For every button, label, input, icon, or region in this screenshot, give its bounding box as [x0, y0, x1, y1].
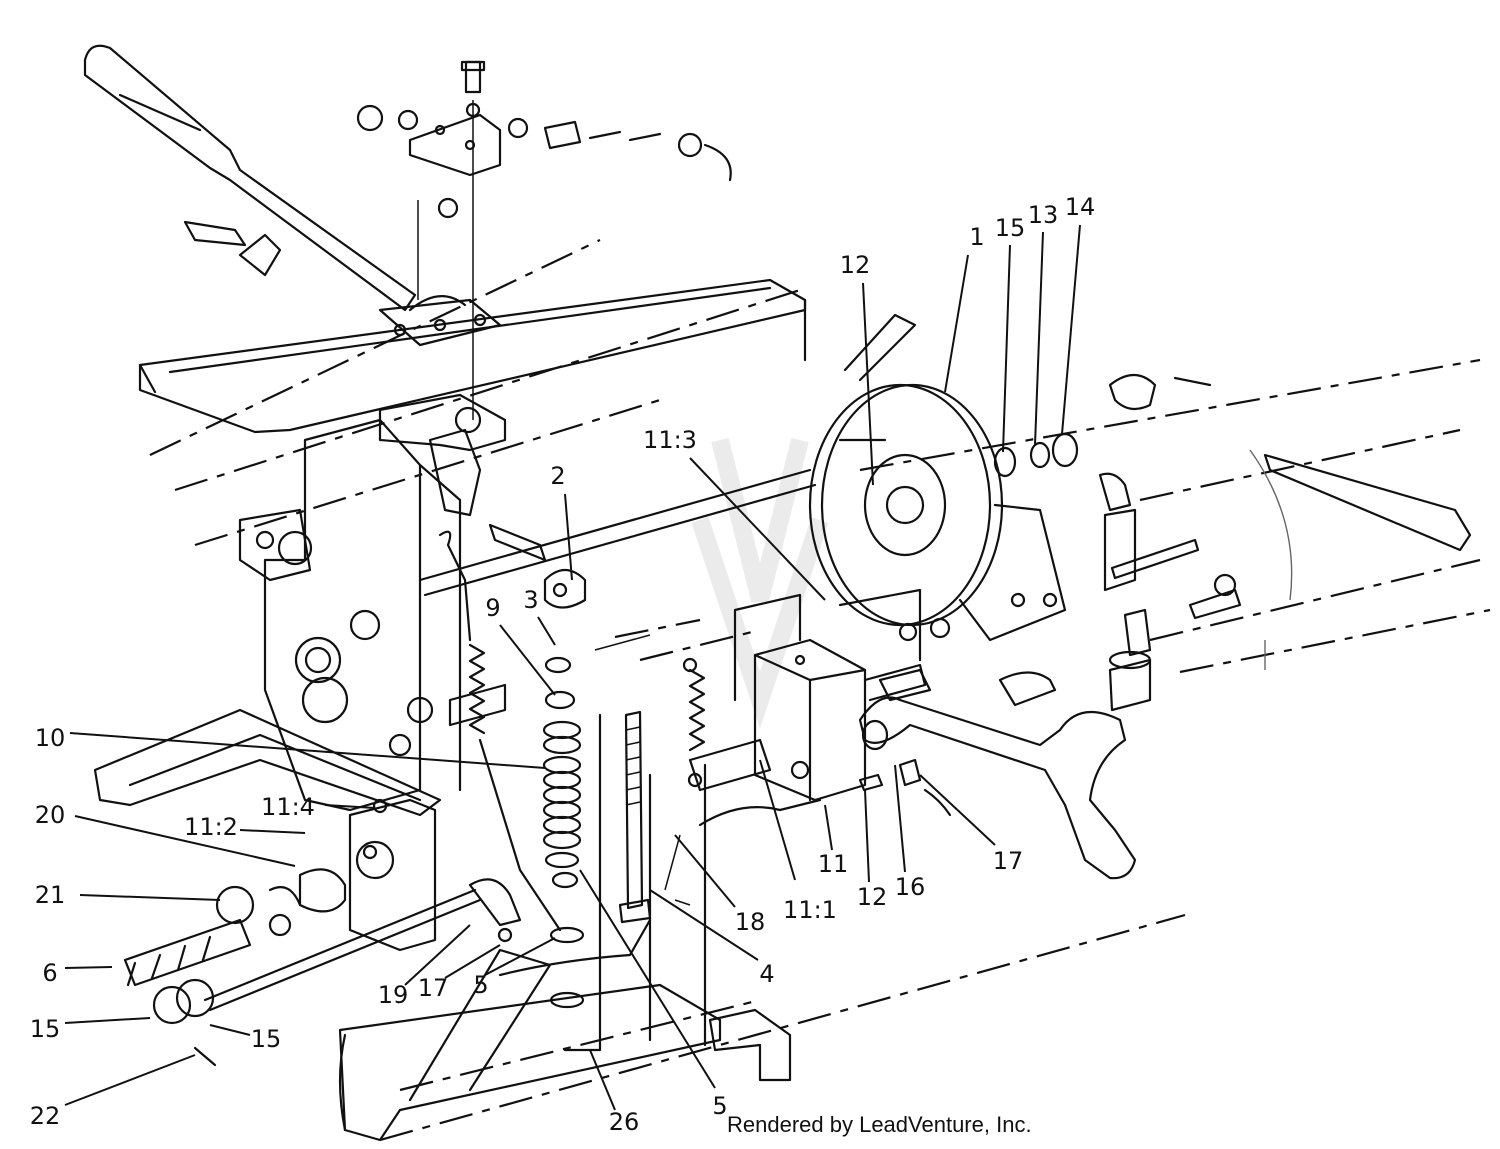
spring-stack — [542, 656, 602, 1052]
callout-c20: 20 — [35, 801, 66, 829]
callout-c112: 11:2 — [184, 813, 238, 841]
callout-c4: 4 — [759, 960, 774, 988]
linkage-hardware — [183, 60, 732, 420]
right-frame — [998, 449, 1472, 712]
wire-harness — [498, 798, 822, 977]
bottom-tube — [338, 763, 792, 1142]
long-bolt — [618, 710, 652, 924]
leader-lines — [64, 224, 1081, 1111]
callout-c113: 11:3 — [643, 426, 697, 454]
watermark — [691, 437, 829, 729]
center-rods — [418, 468, 817, 727]
callout-c13: 13 — [1028, 201, 1059, 229]
lower-bracket — [93, 708, 442, 817]
pulley — [808, 313, 1067, 642]
callout-c11: 11 — [818, 850, 849, 878]
callout-c114: 11:4 — [261, 793, 315, 821]
callout-c22: 22 — [30, 1102, 61, 1130]
callout-c21: 21 — [35, 881, 66, 909]
callout-c12b: 12 — [857, 883, 888, 911]
callout-c15c: 15 — [251, 1025, 282, 1053]
credit-text: Rendered by LeadVenture, Inc. — [727, 1112, 1032, 1137]
callout-c18: 18 — [735, 908, 766, 936]
callout-c16: 16 — [895, 873, 926, 901]
callout-c2: 2 — [550, 462, 565, 490]
callout-c17a: 17 — [418, 974, 449, 1002]
callout-c5a: 5 — [473, 971, 488, 999]
callout-c6: 6 — [42, 959, 57, 987]
callout-c26: 26 — [609, 1108, 640, 1136]
springs — [438, 530, 706, 932]
spindle-arm — [858, 668, 1137, 880]
callout-c3: 3 — [523, 586, 538, 614]
brake-handle — [83, 44, 502, 347]
frame-top-rail — [138, 278, 807, 434]
lower-block-shaft — [123, 798, 522, 1067]
callout-c111: 11:1 — [783, 896, 837, 924]
callout-c9: 9 — [485, 594, 500, 622]
callout-c15a: 15 — [995, 214, 1026, 242]
frame-rails — [149, 239, 1491, 1142]
callout-c15b: 15 — [30, 1015, 61, 1043]
callout-c10: 10 — [35, 724, 66, 752]
callout-c1: 1 — [969, 223, 984, 251]
cross-shaft-block — [688, 588, 927, 802]
callout-c19: 19 — [378, 981, 409, 1009]
callout-c17b: 17 — [993, 847, 1024, 875]
callout-c5b: 5 — [712, 1092, 727, 1120]
washers-nuts — [993, 373, 1212, 478]
callout-c12a: 12 — [840, 251, 871, 279]
keys-clips — [858, 758, 952, 817]
callout-c14: 14 — [1065, 193, 1096, 221]
